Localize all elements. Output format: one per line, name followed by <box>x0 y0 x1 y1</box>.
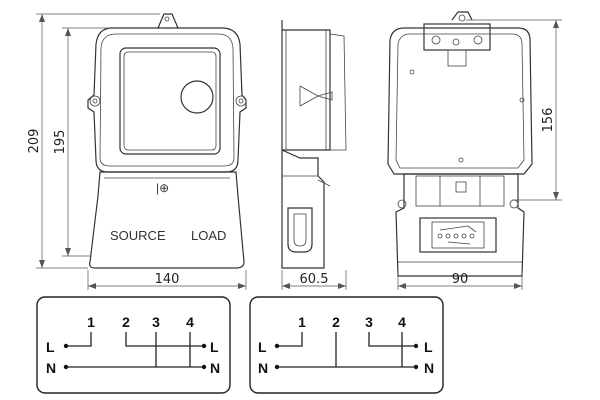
seal-symbol: |⊕ <box>156 181 169 195</box>
right-line-terminal: L <box>210 339 219 355</box>
dimension-156-label: 156 <box>541 108 556 133</box>
dimension-mount-height: 156 <box>466 19 562 201</box>
right-line-terminal: L <box>424 339 433 355</box>
dimension-209-label: 209 <box>27 129 42 154</box>
source-label: SOURCE <box>110 228 166 243</box>
dimension-overall-height: 209 <box>27 13 160 269</box>
dimension-60-5-label: 60.5 <box>300 272 329 287</box>
left-neutral-terminal: N <box>258 360 268 376</box>
left-line-terminal: L <box>258 339 267 355</box>
dimension-back-width: 90 <box>397 272 523 290</box>
right-neutral-terminal: N <box>424 360 434 376</box>
dimension-140-label: 140 <box>155 272 180 287</box>
left-line-terminal: L <box>46 339 55 355</box>
load-label: LOAD <box>191 228 226 243</box>
side-view <box>281 20 347 269</box>
dimension-width: 140 <box>87 270 247 290</box>
dimension-90-label: 90 <box>452 272 469 287</box>
dimension-height: 195 <box>53 27 110 257</box>
terminal-number-2: 2 <box>122 314 130 330</box>
terminal-number-4: 4 <box>398 314 406 330</box>
terminal-number-2: 2 <box>332 314 340 330</box>
terminal-number-4: 4 <box>186 314 194 330</box>
terminal-number-3: 3 <box>365 314 373 330</box>
terminal-number-1: 1 <box>298 314 306 330</box>
wiring-diagram-2: 1 2 3 4 L N L N <box>249 296 444 394</box>
dimension-195-label: 195 <box>53 130 68 155</box>
wiring-diagram-1: 1 2 3 4 L N L N <box>36 296 231 394</box>
left-neutral-terminal: N <box>46 360 56 376</box>
right-neutral-terminal: N <box>210 360 220 376</box>
front-view: SOURCE LOAD |⊕ <box>87 13 247 269</box>
terminal-number-1: 1 <box>87 314 95 330</box>
terminal-number-3: 3 <box>152 314 160 330</box>
back-terminal-pins <box>437 225 477 245</box>
dimension-depth: 60.5 <box>281 270 347 290</box>
back-view <box>387 11 533 277</box>
